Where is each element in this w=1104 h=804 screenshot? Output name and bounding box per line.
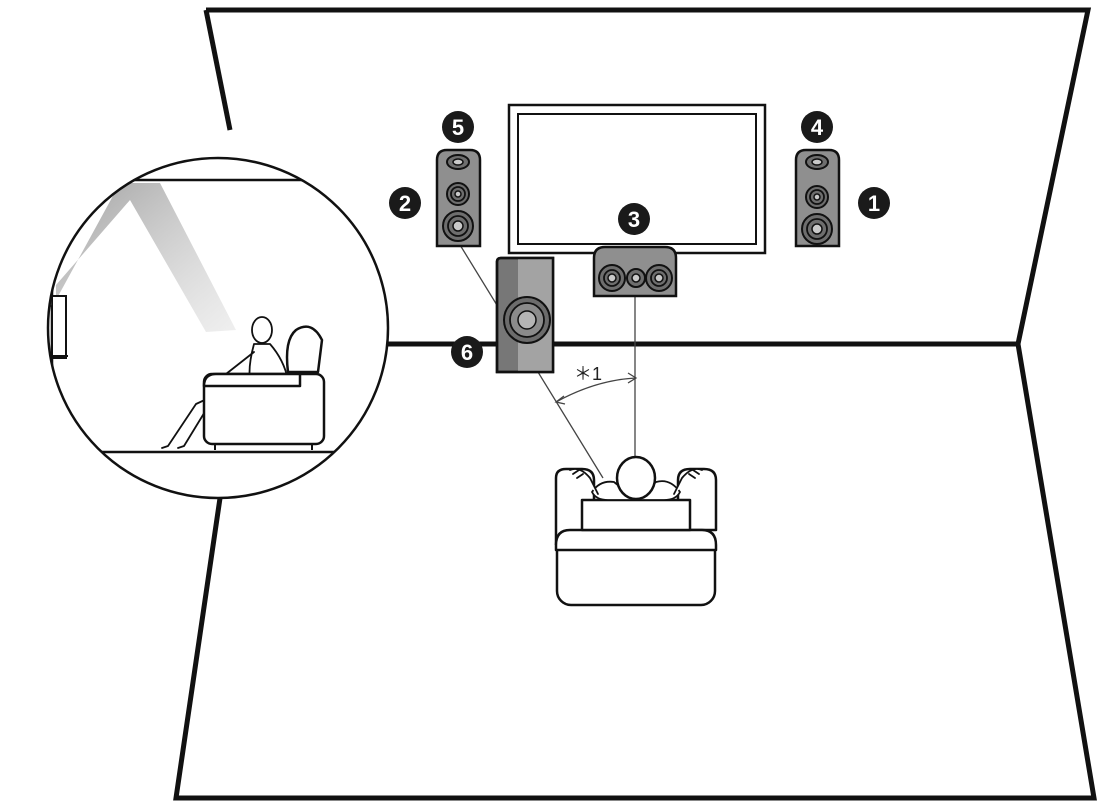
badge-number: 2 [399, 191, 411, 216]
badge-number: 5 [452, 115, 464, 140]
badge-speaker-1: 1 [858, 187, 890, 219]
tv-icon [507, 103, 767, 255]
badge-speaker-3: 3 [618, 203, 650, 235]
angle-note-label: ＊1 [574, 364, 602, 384]
side-view-inset [46, 156, 390, 500]
room-walls [173, 7, 1097, 801]
center-speaker-icon [592, 245, 678, 298]
badge-speaker-5: 5 [442, 111, 474, 143]
subwoofer-icon [495, 256, 555, 374]
badge-number: 6 [461, 340, 473, 365]
side-listener-icon [161, 316, 326, 450]
badge-number: 3 [628, 207, 640, 232]
sound-reflection-beam [56, 183, 236, 332]
badge-number: 4 [811, 115, 824, 140]
armchair-icon [554, 467, 718, 607]
badge-speaker-2: 2 [389, 187, 421, 219]
front-left-speaker-icon [435, 148, 482, 248]
badge-speaker-4: 4 [801, 111, 833, 143]
badge-number: 1 [868, 191, 880, 216]
badge-speaker-6: 6 [451, 336, 483, 368]
listener-icon [569, 455, 703, 501]
front-right-speaker-icon [794, 148, 841, 248]
